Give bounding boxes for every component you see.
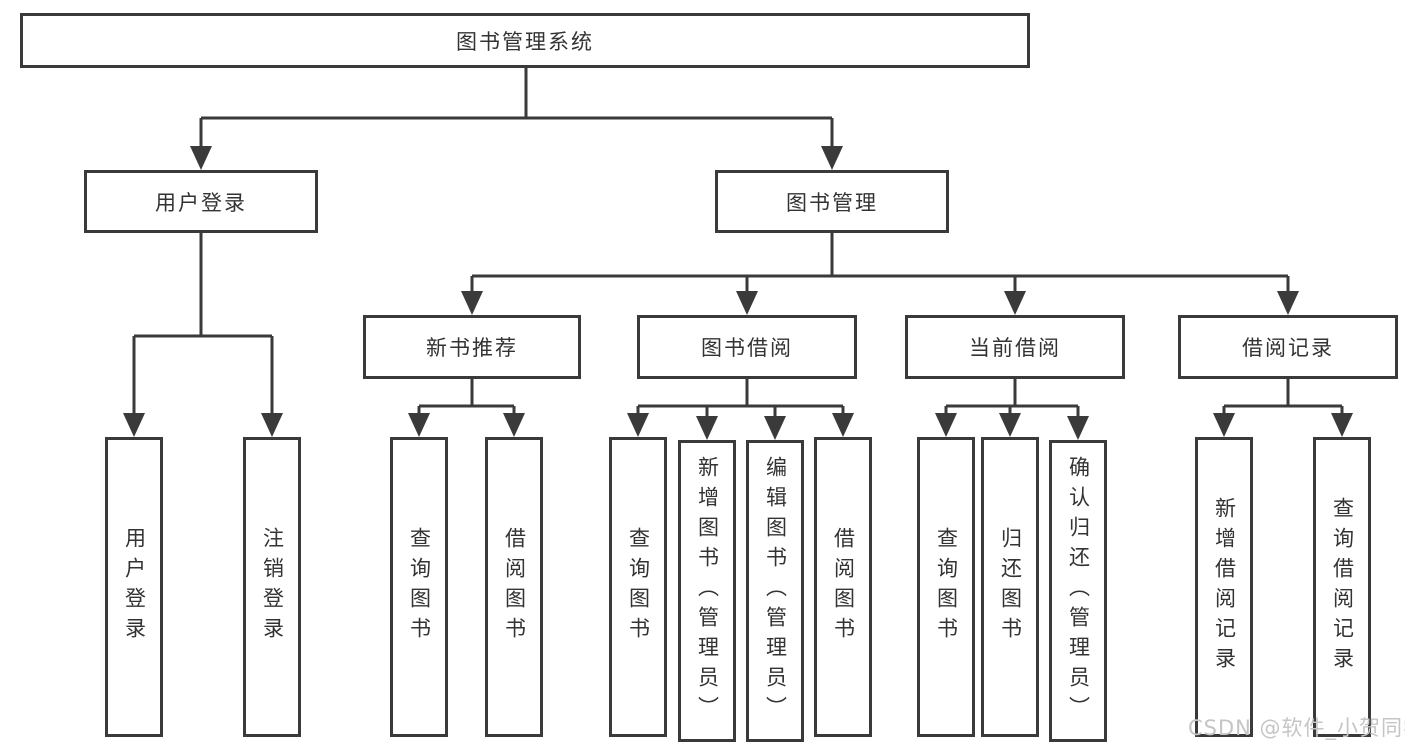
connector-line [199, 68, 834, 148]
arrowhead-icon [1004, 291, 1026, 315]
arrowhead-icon [696, 416, 718, 440]
leaf-query-borrow-record: 查询借阅记录 [1313, 437, 1371, 737]
leaf-confirm-return-admin: 确认归还（管理员） [1049, 440, 1107, 742]
arrowhead-icon [190, 146, 212, 170]
leaf-return-book: 归还图书 [981, 437, 1039, 737]
arrowhead-icon [1331, 413, 1353, 437]
arrowhead-icon [999, 413, 1021, 437]
node-borrow-records: 借阅记录 [1178, 315, 1398, 379]
connector-line [417, 379, 516, 415]
watermark: CSDN @软件_小贺同学 [1188, 716, 1405, 740]
leaf-query-book-2: 查询图书 [609, 437, 667, 737]
connector-newbook-children [408, 379, 525, 437]
arrowhead-icon [408, 413, 430, 437]
leaf-add-book-admin: 新增图书（管理员） [678, 440, 736, 742]
leaf-borrow-book-1: 借阅图书 [485, 437, 543, 737]
connector-line [1222, 379, 1344, 415]
leaf-borrow-book-2: 借阅图书 [814, 437, 872, 737]
arrowhead-icon [503, 413, 525, 437]
connector-line [470, 233, 1290, 293]
arrowhead-icon [1067, 416, 1089, 440]
connector-root-to-level2 [190, 68, 843, 170]
connector-line [132, 233, 274, 415]
leaf-user-login: 用户登录 [105, 437, 163, 737]
node-book-management: 图书管理 [715, 170, 949, 233]
connector-userlogin-children [123, 233, 283, 437]
arrowhead-icon [1213, 413, 1235, 437]
node-user-login: 用户登录 [84, 170, 318, 233]
arrowhead-icon [261, 413, 283, 437]
arrowhead-icon [627, 413, 649, 437]
node-root: 图书管理系统 [20, 13, 1030, 68]
node-new-book-recommend: 新书推荐 [363, 315, 581, 379]
arrowhead-icon [935, 413, 957, 437]
arrowhead-icon [123, 413, 145, 437]
arrowhead-icon [832, 413, 854, 437]
arrowhead-icon [1277, 291, 1299, 315]
connector-bookmgmt-to-level3 [461, 233, 1299, 315]
node-current-borrow: 当前借阅 [905, 315, 1125, 379]
arrowhead-icon [764, 416, 786, 440]
arrowhead-icon [461, 291, 483, 315]
leaf-edit-book-admin: 编辑图书（管理员） [746, 440, 804, 742]
arrowhead-icon [821, 146, 843, 170]
leaf-query-book-3: 查询图书 [917, 437, 975, 737]
arrowhead-icon [736, 291, 758, 315]
leaf-logout: 注销登录 [243, 437, 301, 737]
leaf-query-book-1: 查询图书 [390, 437, 448, 737]
connector-records-children [1213, 379, 1353, 437]
connector-bookborrow-children [627, 379, 854, 440]
leaf-add-borrow-record: 新增借阅记录 [1195, 437, 1253, 737]
connector-line [944, 379, 1080, 418]
connector-line [636, 379, 845, 418]
node-book-borrow: 图书借阅 [637, 315, 857, 379]
connector-currentborrow-children [935, 379, 1089, 440]
